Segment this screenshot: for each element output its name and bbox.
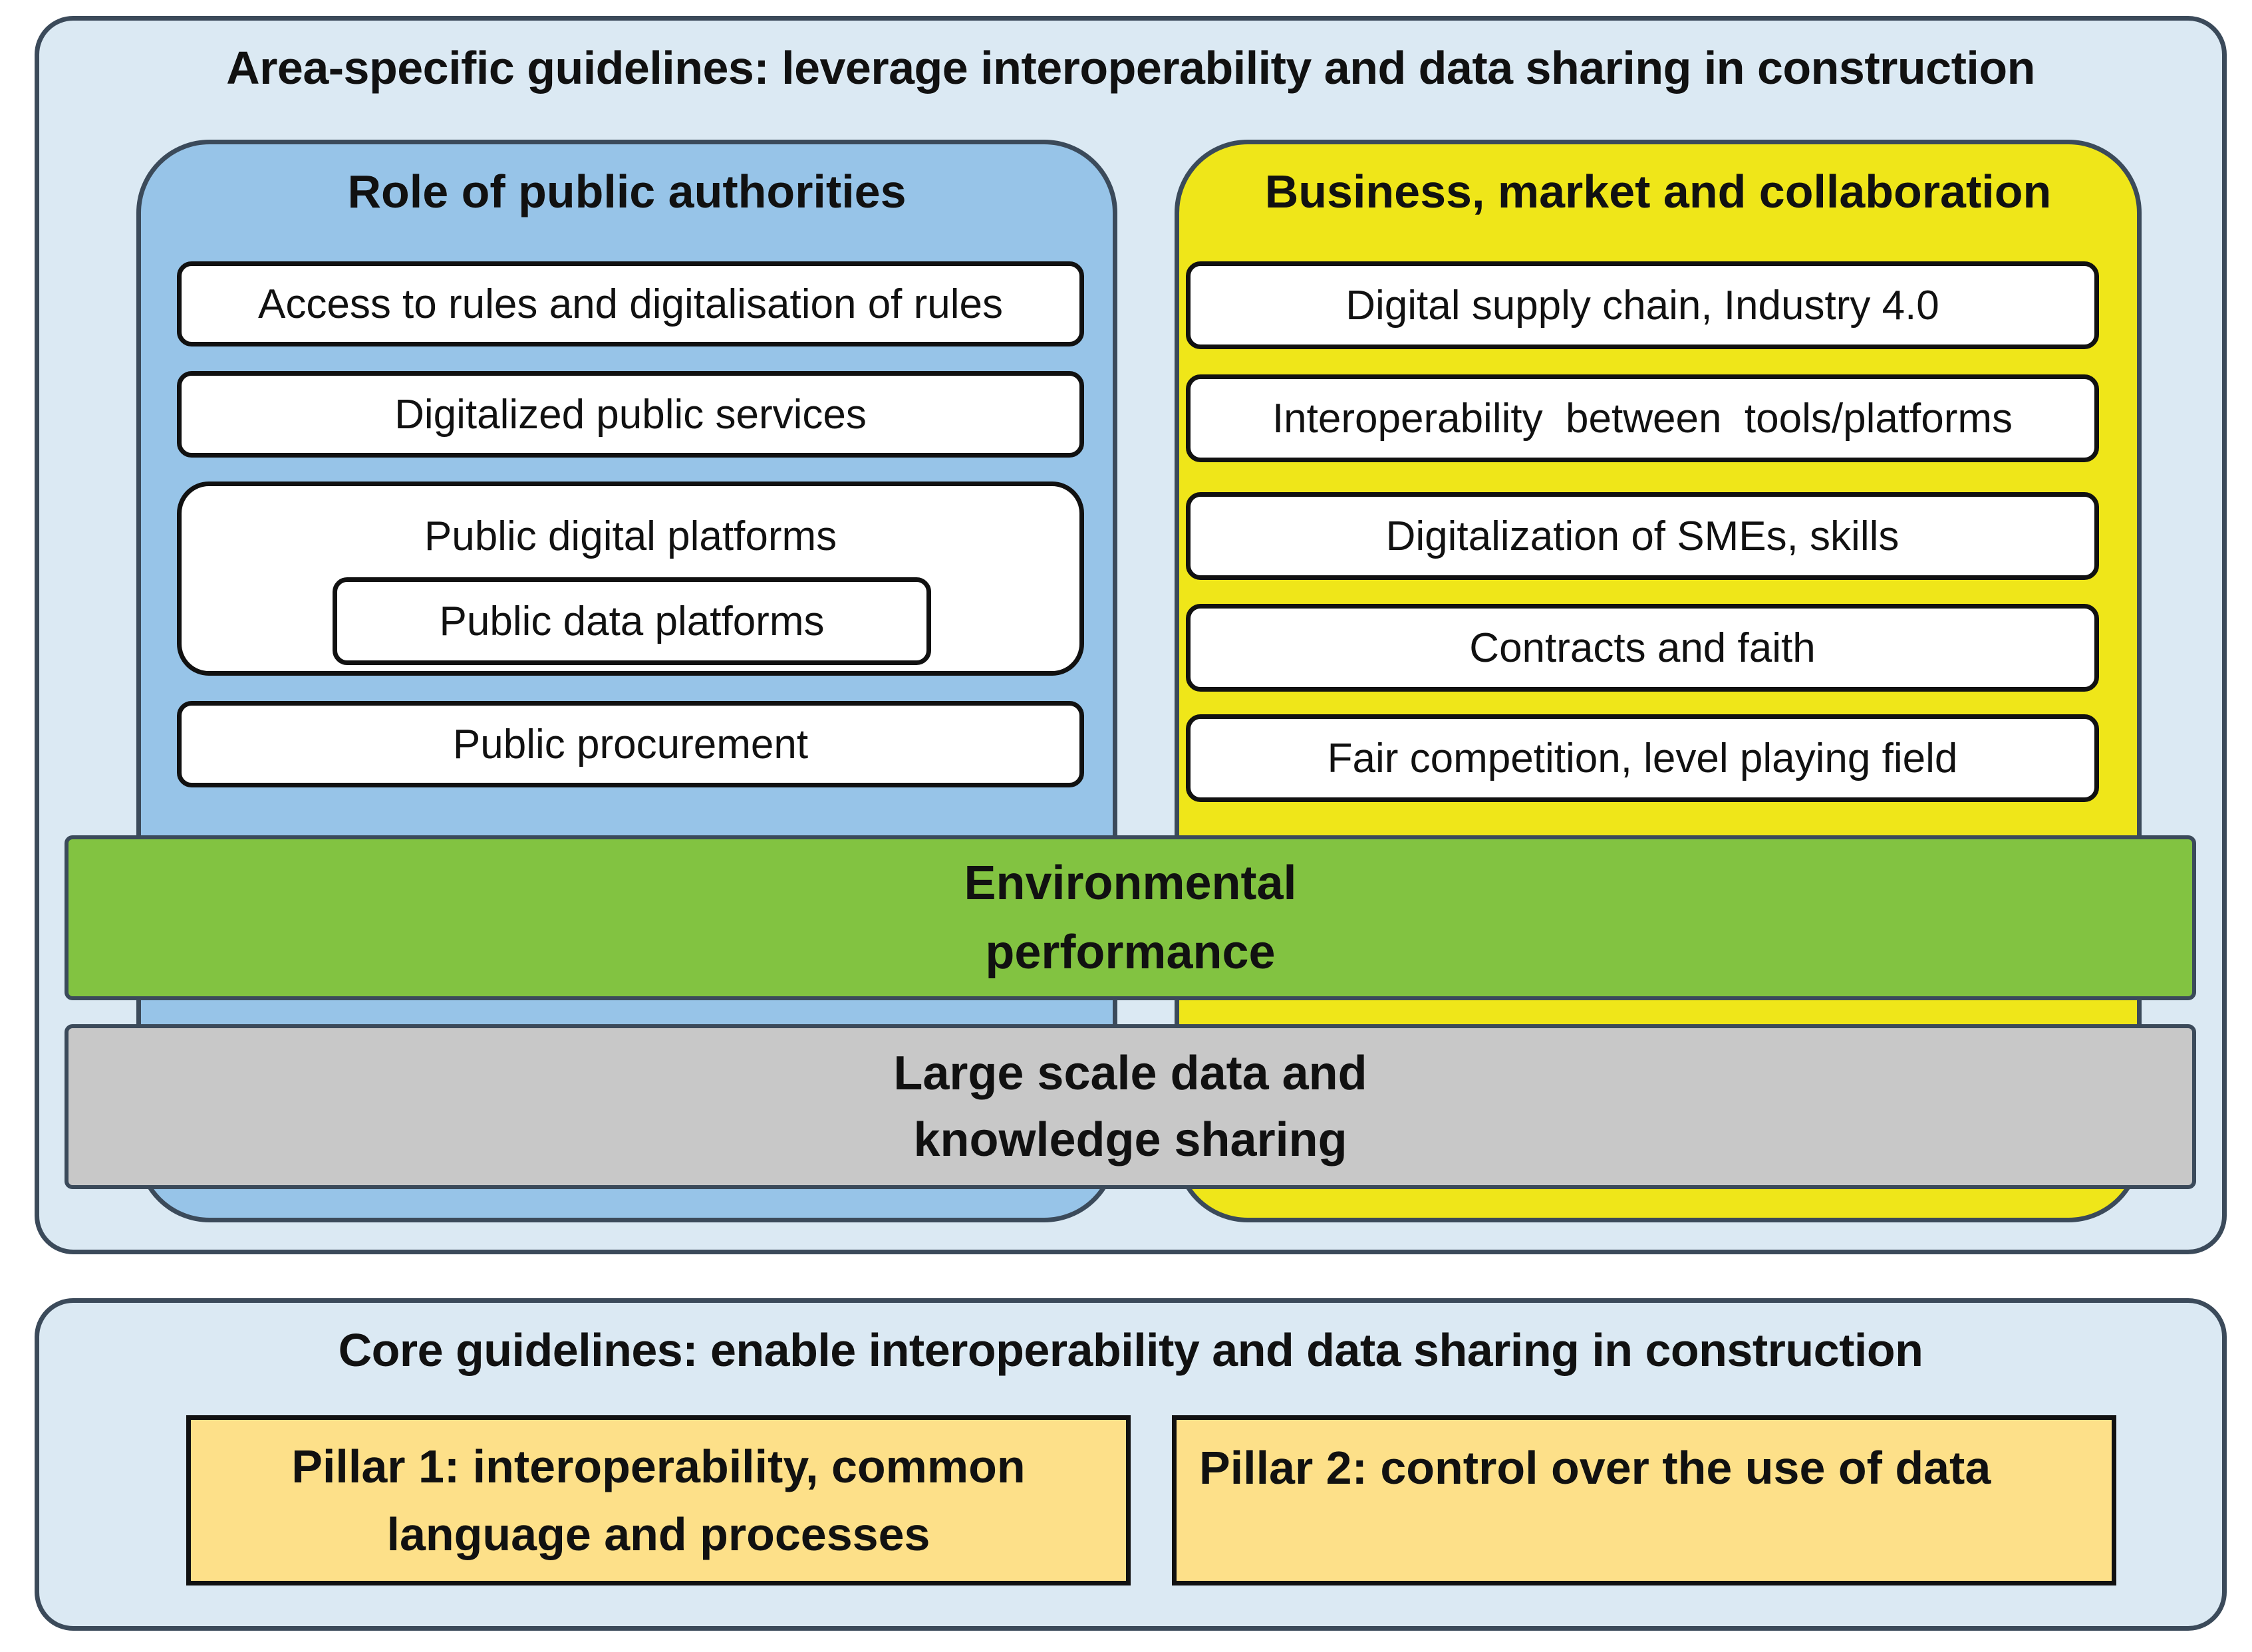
item-contracts-and-faith: Contracts and faith <box>1186 604 2099 692</box>
environmental-performance-band: Environmental performance <box>65 835 2196 1000</box>
item-fair-competition: Fair competition, level playing field <box>1186 714 2099 802</box>
public-authorities-title: Role of public authorities <box>347 166 907 217</box>
public-digital-platforms-box: Public digital platforms Public data pla… <box>177 482 1084 676</box>
pillar-1-box: Pillar 1: interoperability, common langu… <box>186 1415 1131 1585</box>
public-digital-platforms-label: Public digital platforms <box>424 513 837 559</box>
item-digital-supply-chain: Digital supply chain, Industry 4.0 <box>1186 261 2099 349</box>
pillar-2-line-1: Pillar 2: control over the use of data <box>1199 1442 1991 1494</box>
environmental-line-2: performance <box>985 926 1276 979</box>
item-public-procurement: Public procurement <box>177 701 1084 787</box>
public-data-platforms-box: Public data platforms <box>333 577 931 665</box>
item-interoperability-tools: Interoperability between tools/platforms <box>1186 374 2099 462</box>
pillar-2-box: Pillar 2: control over the use of data <box>1172 1415 2116 1585</box>
data-sharing-band: Large scale data and knowledge sharing <box>65 1024 2196 1189</box>
business-title: Business, market and collaboration <box>1264 166 2052 217</box>
core-guidelines-title: Core guidelines: enable interoperability… <box>338 1324 1923 1376</box>
data-sharing-line-1: Large scale data and <box>893 1047 1367 1100</box>
item-digitalized-public-services: Digitalized public services <box>177 371 1084 458</box>
pillar-1-line-1: Pillar 1: interoperability, common <box>291 1441 1026 1492</box>
data-sharing-line-2: knowledge sharing <box>913 1113 1347 1167</box>
item-access-to-rules: Access to rules and digitalisation of ru… <box>177 261 1084 346</box>
pillar-1-line-2: language and processes <box>386 1508 930 1560</box>
item-digitalization-smes: Digitalization of SMEs, skills <box>1186 492 2099 580</box>
area-specific-title: Area-specific guidelines: leverage inter… <box>226 42 2035 94</box>
environmental-line-1: Environmental <box>964 857 1297 910</box>
